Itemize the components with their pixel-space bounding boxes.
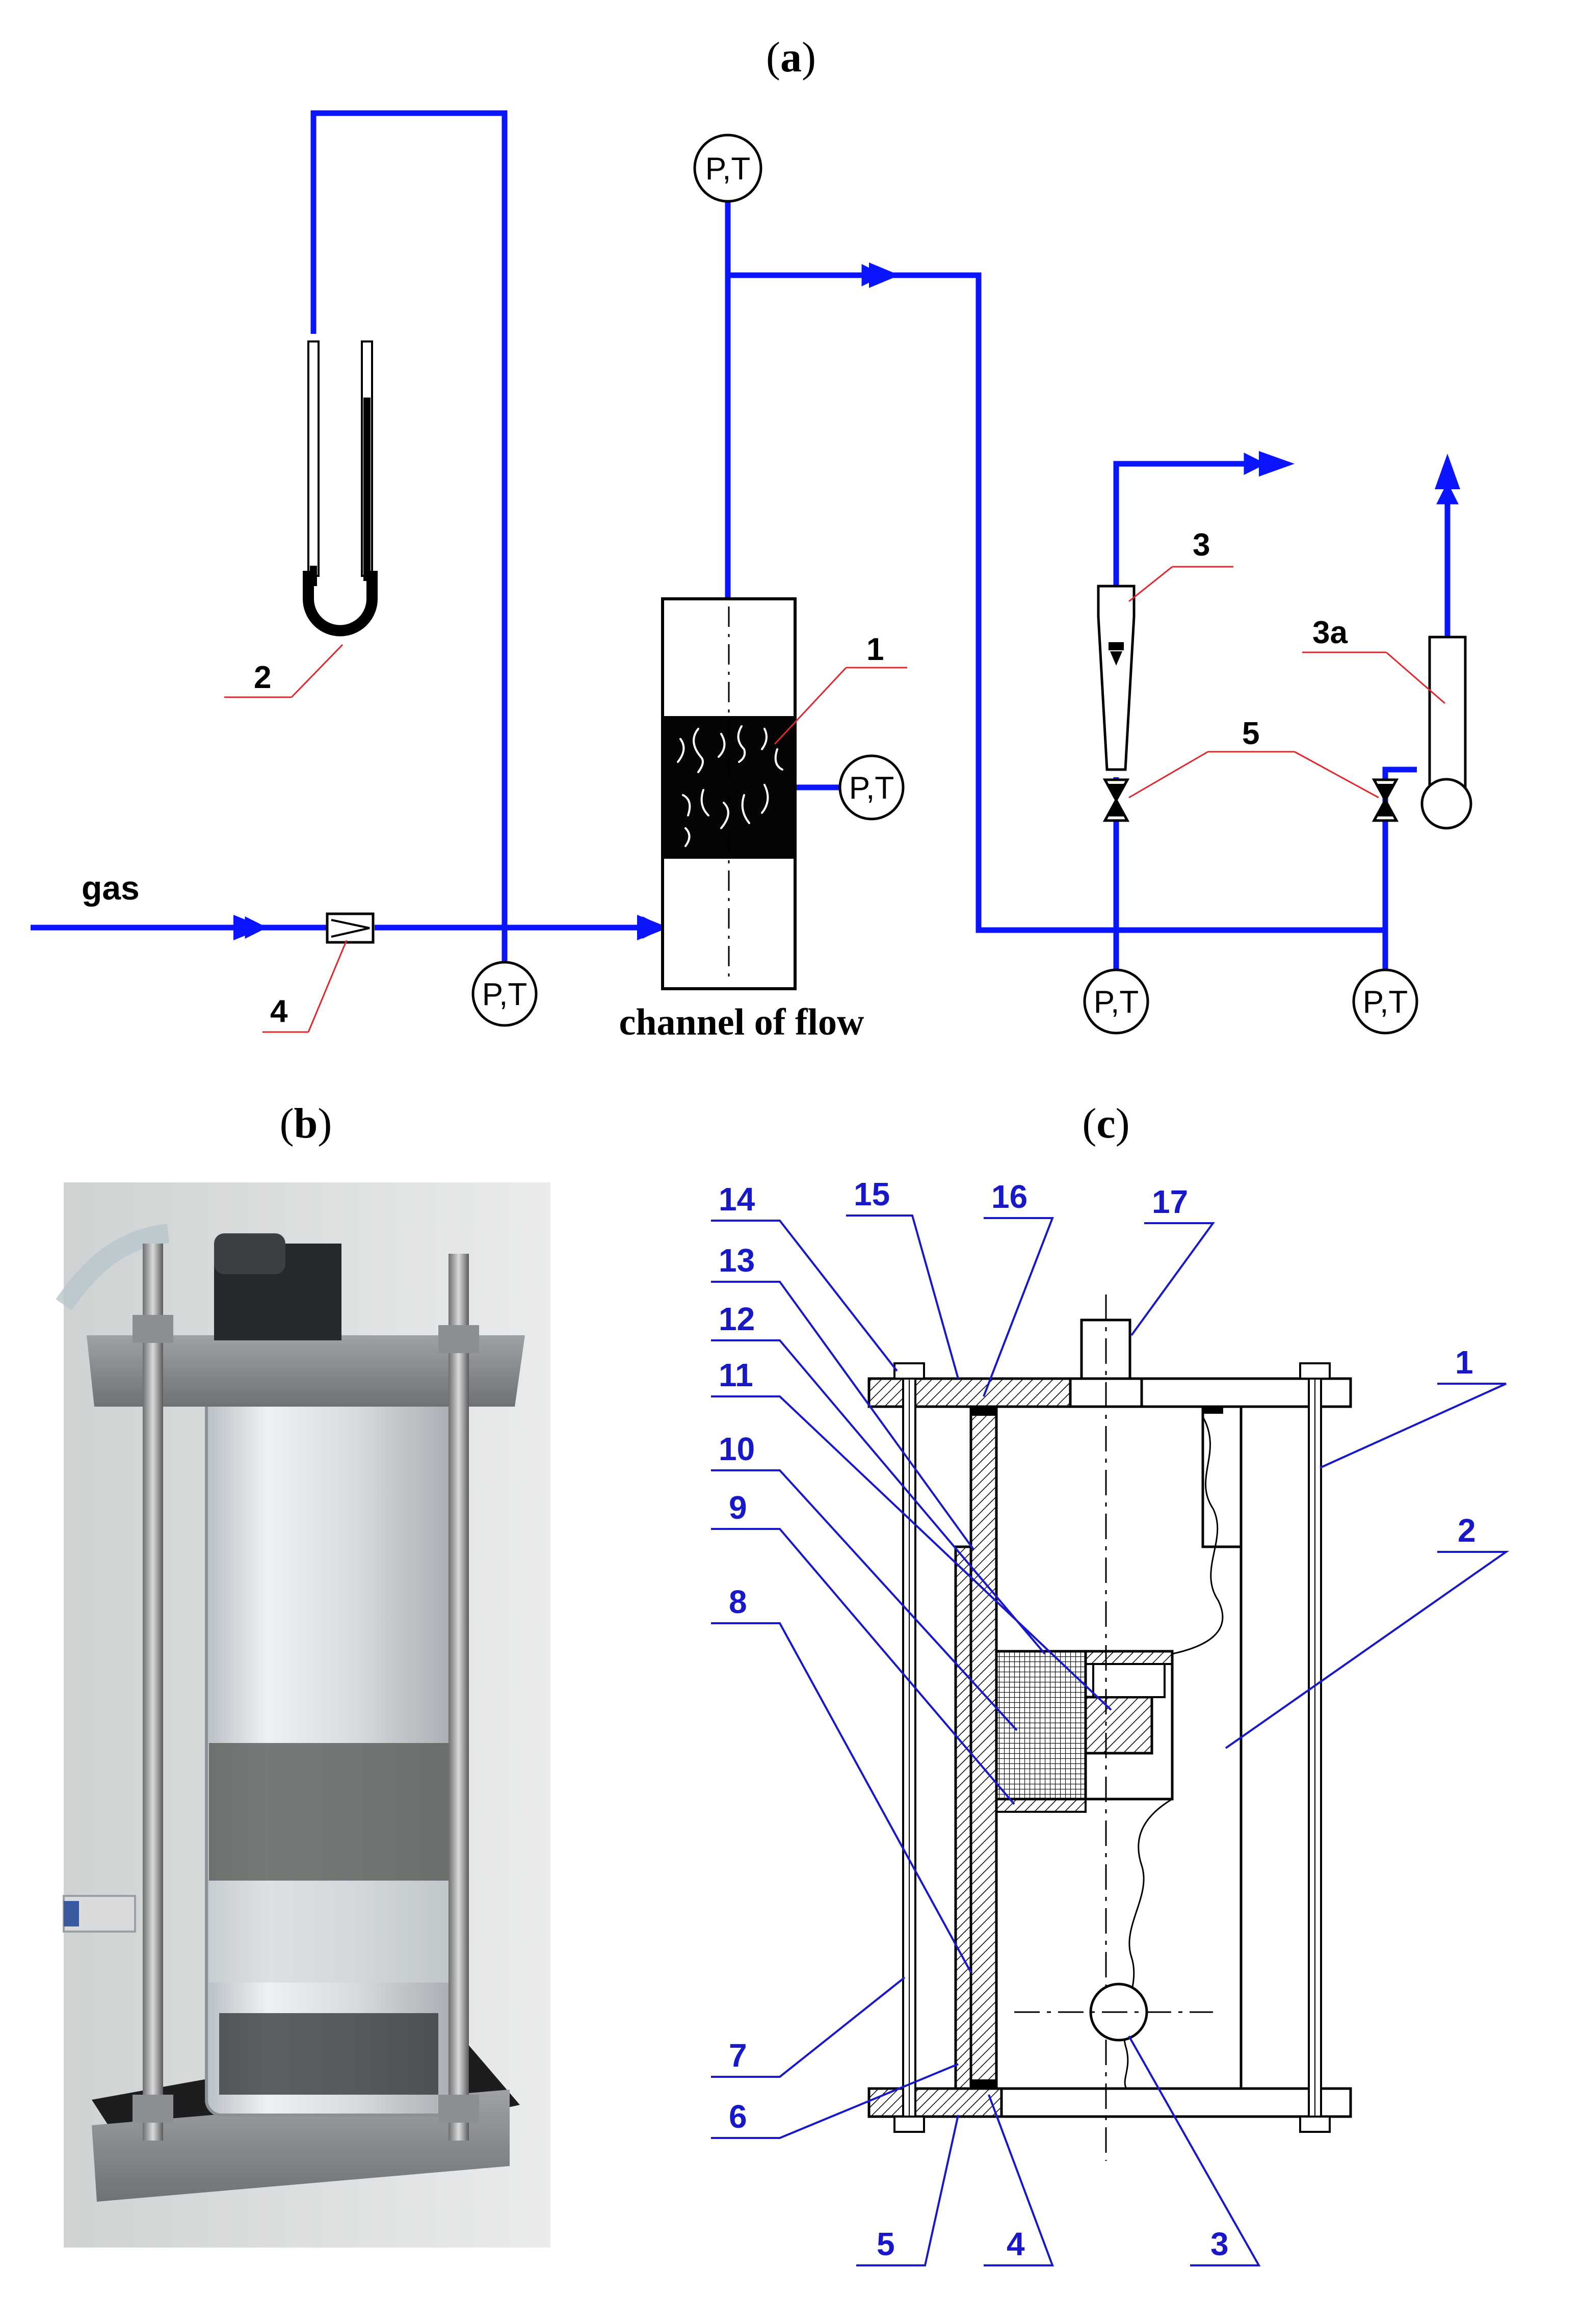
callout-c-1: 1: [1455, 1344, 1473, 1381]
pt-gauge-outlet-3a: P,T: [1352, 968, 1418, 1035]
flow-channel: [661, 597, 797, 990]
callout-c-3: 3: [1210, 2226, 1229, 2262]
valve-left: [1102, 778, 1130, 822]
callout-c-11: 11: [719, 1357, 753, 1393]
callout-c-10: 10: [719, 1431, 755, 1467]
bubble-meter-3a: [1420, 636, 1472, 830]
manometer: [303, 340, 378, 637]
rotameter-3: [1097, 585, 1136, 771]
photo-apparatus: [56, 1182, 550, 2248]
callout-4: 4: [270, 994, 288, 1029]
callout-1-leader: [774, 667, 847, 745]
callout-c-15: 15: [854, 1176, 890, 1212]
pt-gauge-top: P,T: [693, 134, 762, 203]
callout-c-7: 7: [729, 2037, 747, 2074]
callout-c-13: 13: [719, 1242, 755, 1279]
callout-3-leader: [1128, 566, 1173, 602]
svg-text:P,T: P,T: [705, 151, 750, 187]
callout-c-12: 12: [719, 1301, 755, 1337]
device-4: [326, 912, 375, 944]
pipe-network: [31, 110, 1459, 971]
panel-a: (a): [31, 34, 1472, 1043]
callout-3a-leader: [1386, 651, 1445, 704]
manometer-pipe: [310, 110, 508, 928]
svg-text:P,T: P,T: [482, 977, 527, 1012]
callout-c-8: 8: [729, 1583, 747, 1620]
callout-3: 3: [1193, 527, 1210, 563]
branch-3-top: [1113, 453, 1267, 586]
outlet-arrow-right: [1259, 451, 1295, 477]
callout-2: 2: [254, 660, 271, 695]
channel-arrow: [637, 915, 669, 940]
outlet-line: [866, 272, 1417, 933]
callout-5-leader-left: [1128, 751, 1208, 799]
callout-c-9: 9: [729, 1489, 747, 1526]
svg-text:P,T: P,T: [849, 771, 894, 806]
valve-right: [1372, 778, 1399, 822]
callout-5: 5: [1242, 716, 1259, 751]
inlet-arrow-1: [233, 915, 265, 940]
callout-c-14: 14: [719, 1181, 755, 1218]
pt-gauge-side: P,T: [838, 754, 905, 821]
callout-c-6: 6: [729, 2098, 747, 2135]
panel-c-label: (c): [1082, 1100, 1129, 1147]
pt-gauge-outlet-3: P,T: [1083, 968, 1149, 1035]
callout-1: 1: [866, 632, 884, 667]
svg-text:P,T: P,T: [1094, 985, 1139, 1020]
callout-5-leader-right: [1294, 751, 1379, 799]
panel-c: (c): [711, 1100, 1510, 2266]
panel-a-label: (a): [766, 34, 816, 81]
callout-c-5: 5: [877, 2226, 895, 2262]
callout-2-leader: [291, 644, 344, 698]
panel-b: (b): [56, 1100, 550, 2248]
callout-c-2: 2: [1458, 1512, 1476, 1549]
pt-gauge-inlet: P,T: [471, 961, 538, 1027]
callout-3a: 3a: [1312, 615, 1348, 650]
panel-b-label: (b): [280, 1100, 332, 1147]
channel-of-flow-label: channel of flow: [619, 1001, 865, 1043]
svg-text:P,T: P,T: [1363, 985, 1408, 1020]
callout-c-17: 17: [1152, 1183, 1188, 1220]
callout-4-leader: [307, 940, 348, 1033]
outlet-arrow-up: [1435, 454, 1460, 489]
gas-label: gas: [82, 869, 140, 907]
callout-c-16: 16: [991, 1178, 1027, 1215]
top-arrow: [869, 262, 900, 288]
callout-c-4: 4: [1007, 2226, 1025, 2262]
cell-drawing: [867, 1295, 1352, 2161]
callout-leaders-c: [711, 1214, 1510, 2266]
